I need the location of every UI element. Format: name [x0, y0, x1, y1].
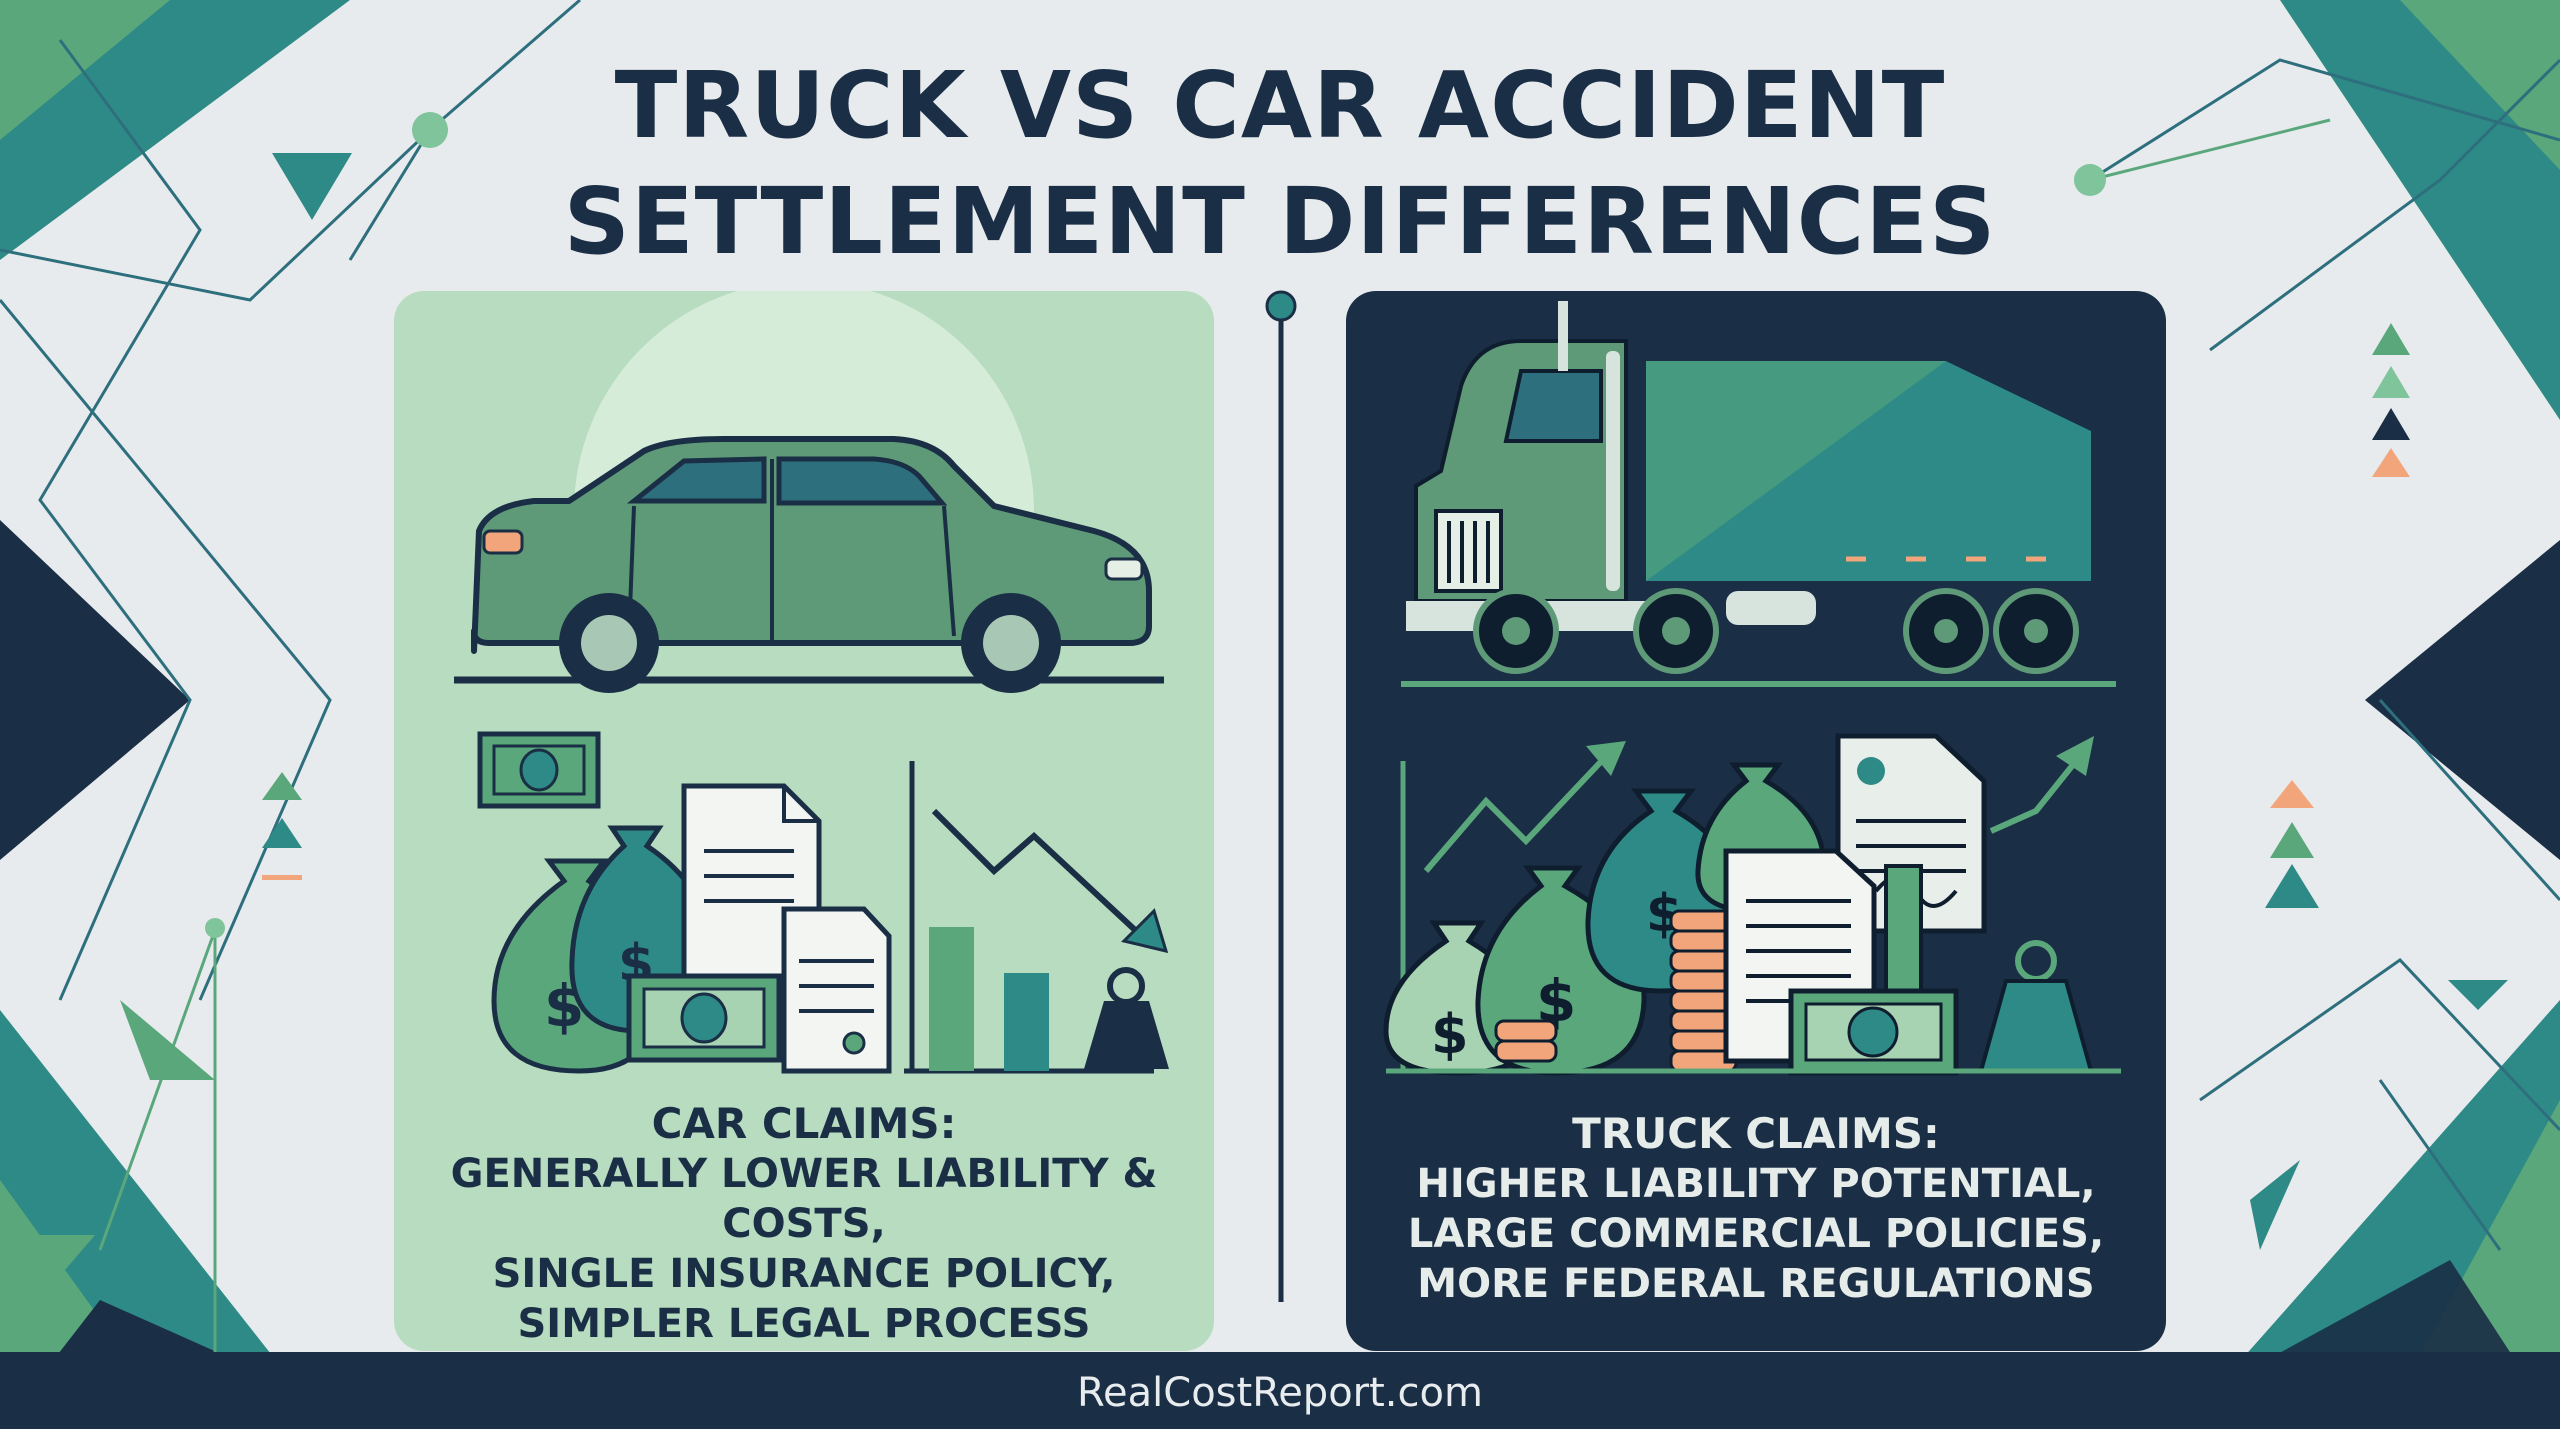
dollar-bill-icon [1788, 988, 1959, 1076]
truck-claims-line-2: LARGE COMMERCIAL POLICIES, [1407, 1211, 2105, 1257]
center-divider [1265, 290, 1297, 1302]
footer-site-link[interactable]: RealCostReport.com [1077, 1370, 1483, 1416]
coin-stack-icon [1494, 909, 1738, 1073]
car-illustration: $ $ [394, 291, 1214, 1074]
truck-claims-line-3: MORE FEDERAL REGULATIONS [1417, 1261, 2095, 1307]
footer-bar [0, 1352, 2560, 1429]
car-claims-line-2: SINGLE INSURANCE POLICY, [492, 1251, 1116, 1297]
car-icon [454, 436, 1164, 693]
cash-stack-icon [626, 973, 782, 1063]
car-claims-heading: CAR CLAIMS: [651, 1099, 957, 1148]
bar-chart-icon [904, 761, 1154, 1074]
title-line-2: SETTLEMENT DIFFERENCES [563, 168, 1997, 275]
up-trend-arrow-icon [1400, 736, 2094, 1071]
truck-claims-heading: TRUCK CLAIMS: [1572, 1109, 1940, 1158]
car-claims-line-3: SIMPLER LEGAL PROCESS [517, 1301, 1091, 1347]
title-line-1: TRUCK VS CAR ACCIDENT [614, 52, 1946, 159]
truck-illustration: $ $ $ [1383, 301, 2121, 1076]
document-icon [681, 783, 892, 1074]
semi-truck-icon [1401, 301, 2116, 687]
car-claims-panel: $ $ [394, 291, 1214, 1351]
svg-text:$: $ [1431, 1003, 1469, 1066]
down-trend-arrow-icon [931, 808, 1169, 954]
truck-claims-line-1: HIGHER LIABILITY POTENTIAL, [1416, 1161, 2096, 1207]
page-title: TRUCK VS CAR ACCIDENT SETTLEMENT DIFFERE… [280, 48, 2280, 280]
dollar-bill-icon [477, 731, 601, 809]
money-bag-icon: $ $ [491, 825, 715, 1074]
car-claims-line-1: GENERALLY LOWER LIABILITY & COSTS, [450, 1151, 1158, 1247]
car-claims-caption: CAR CLAIMS: GENERALLY LOWER LIABILITY & … [394, 1099, 1214, 1349]
truck-claims-caption: TRUCK CLAIMS: HIGHER LIABILITY POTENTIAL… [1346, 1109, 2166, 1309]
weight-icon [1084, 967, 1169, 1069]
weight-icon [1978, 940, 2094, 1073]
truck-claims-panel: $ $ $ [1346, 291, 2166, 1351]
